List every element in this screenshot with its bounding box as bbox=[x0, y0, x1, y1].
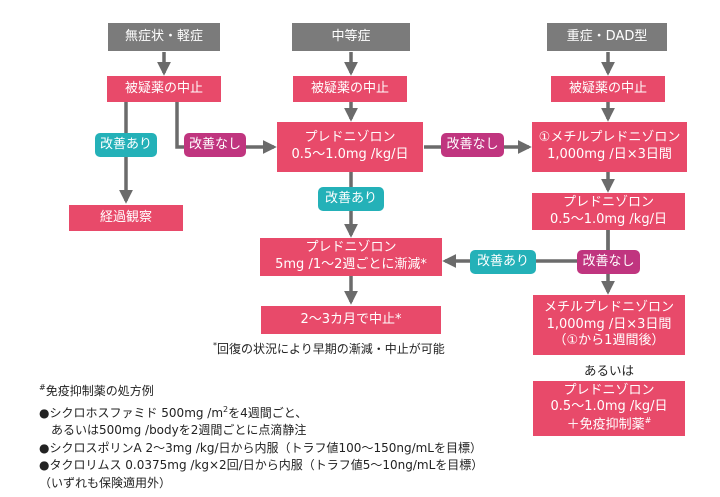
prednisolone-initial-line2: 0.5〜1.0mg /kg/日 bbox=[291, 147, 409, 162]
prednisolone-right-box: プレドニゾロン 0.5〜1.0mg /kg/日 bbox=[532, 193, 685, 230]
header-moderate: 中等症 bbox=[292, 23, 410, 51]
prednisolone-taper-box: プレドニゾロン 5mg /1〜2週ごとに漸減* bbox=[260, 238, 442, 276]
footnote: *回復の状況により早期の漸減・中止が可能 bbox=[213, 341, 445, 356]
prednisolone-right-line2: 0.5〜1.0mg /kg/日 bbox=[550, 211, 667, 227]
second-pulse-line1: メチルプレドニゾロン bbox=[543, 299, 674, 315]
methylprednisolone-second-pulse-box: メチルプレドニゾロン 1,000mg /日×3日間 （①から1週間後） bbox=[533, 295, 685, 355]
legend-item-cyclophosphamide-line2: あるいは500mg /bodyを2週間ごとに点滴静注 bbox=[51, 423, 307, 438]
second-pulse-line2: 1,000mg /日×3日間 bbox=[546, 316, 672, 332]
stop-drug-severe: 被疑薬の中止 bbox=[551, 76, 665, 102]
prednisolone-right-line1: プレドニゾロン bbox=[562, 194, 654, 210]
prednisolone-initial-line1: プレドニゾロン bbox=[304, 130, 396, 146]
prednisolone-taper-line1: プレドニゾロン bbox=[305, 240, 397, 256]
stop-2-3-months-box: 2〜3カ月で中止* bbox=[261, 306, 441, 334]
badge-improved-right: 改善あり bbox=[470, 250, 536, 274]
pred-immuno-line3: ＋免疫抑制薬# bbox=[566, 416, 652, 433]
badge-not-improved-right: 改善なし bbox=[577, 250, 640, 274]
methylprednisolone-pulse-box: ①メチルプレドニゾロン 1,000mg /日×3日間 bbox=[532, 122, 687, 172]
badge-improved-left: 改善あり bbox=[95, 133, 157, 157]
stop-drug-mild: 被疑薬の中止 bbox=[107, 76, 221, 102]
or-text: あるいは bbox=[584, 363, 635, 378]
header-severe: 重症・DAD型 bbox=[547, 23, 667, 51]
pred-immuno-line2: 0.5〜1.0mg /kg/日 bbox=[550, 399, 668, 415]
observation-box: 経過観察 bbox=[69, 205, 183, 231]
second-pulse-line3: （①から1週間後） bbox=[553, 333, 665, 349]
prednisolone-taper-line2: 5mg /1〜2週ごとに漸減* bbox=[275, 257, 427, 272]
legend-title: #免疫抑制薬の処方例 bbox=[39, 383, 154, 398]
methylprednisolone-pulse-line1: ①メチルプレドニゾロン bbox=[538, 130, 681, 146]
legend-item-insurance-note: （いずれも保険適用外） bbox=[39, 475, 172, 490]
badge-improved-mid: 改善あり bbox=[318, 187, 384, 211]
stop-drug-moderate: 被疑薬の中止 bbox=[293, 76, 407, 102]
methylprednisolone-pulse-line2: 1,000mg /日×3日間 bbox=[547, 147, 672, 162]
legend-item-tacrolimus: ●タクロリムス 0.0375mg /kg×2回/日から内服（トラフ値5〜10ng… bbox=[39, 458, 484, 473]
header-mild: 無症状・軽症 bbox=[108, 23, 220, 51]
badge-not-improved-left: 改善なし bbox=[184, 133, 246, 157]
legend-item-cyclophosphamide: ●シクロホスファミド 500mg /m2を4週間ごと、 bbox=[39, 404, 308, 420]
immunosuppressant-legend: #免疫抑制薬の処方例 ●シクロホスファミド 500mg /m2を4週間ごと、 あ… bbox=[39, 379, 483, 493]
badge-not-improved-mid: 改善なし bbox=[441, 133, 504, 157]
prednisolone-initial-box: プレドニゾロン 0.5〜1.0mg /kg/日 bbox=[277, 122, 423, 172]
prednisolone-immunosuppressant-box: プレドニゾロン 0.5〜1.0mg /kg/日 ＋免疫抑制薬# bbox=[533, 381, 685, 436]
legend-item-cyclosporine: ●シクロスポリンA 2〜3mg /kg/日から内服（トラフ値100〜150ng/… bbox=[39, 440, 482, 455]
pred-immuno-line1: プレドニゾロン bbox=[563, 382, 655, 398]
